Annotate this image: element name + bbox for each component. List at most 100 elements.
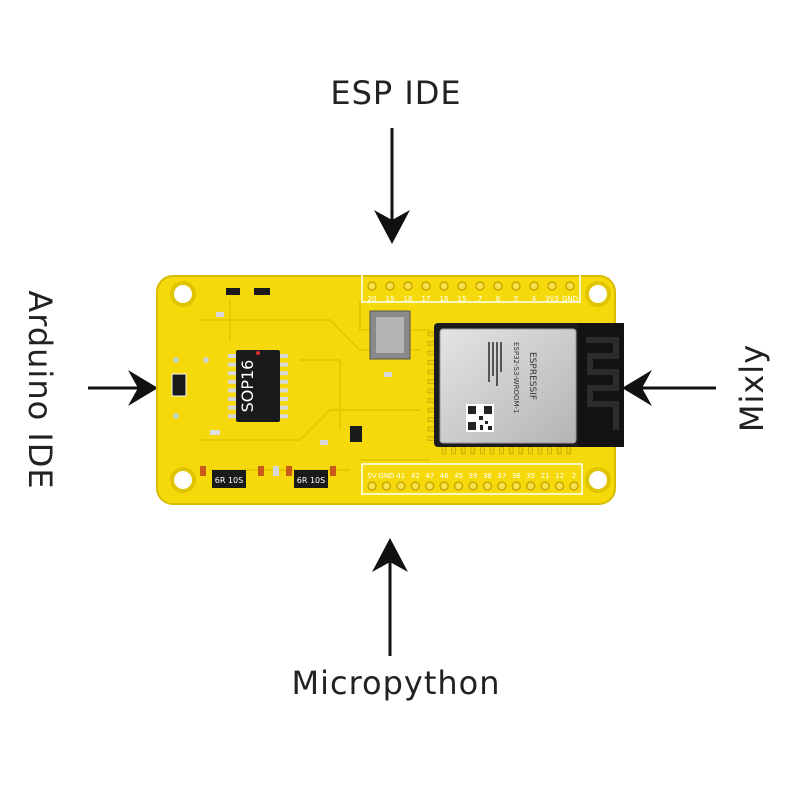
- top-pin-label: 15: [458, 295, 467, 303]
- arrow-bottom: [372, 538, 408, 656]
- module-pad: [508, 445, 514, 455]
- bottom-pin-label: GND: [378, 472, 394, 480]
- module-pad: [460, 445, 466, 455]
- top-header-pads: [367, 281, 575, 291]
- chip-pin: [228, 362, 236, 367]
- module-pad: [547, 445, 552, 455]
- top-pad: [547, 281, 557, 291]
- bottom-pin-label: 12: [555, 472, 564, 480]
- bottom-pin-label: 42: [411, 472, 420, 480]
- top-pin-label: 5: [514, 295, 518, 303]
- chip-pin: [280, 354, 288, 358]
- top-pad: [367, 281, 377, 291]
- module-pad: [528, 445, 533, 455]
- bottom-pad: [453, 481, 464, 491]
- top-pad: [493, 281, 503, 291]
- top-pin-label: 16: [440, 295, 449, 303]
- bottom-pad: [540, 481, 550, 491]
- chip-pin: [228, 354, 236, 358]
- bottom-pad: [439, 481, 449, 491]
- bottom-pad: [367, 481, 377, 491]
- label-mixly: Mixly: [733, 343, 771, 433]
- chip-pin: [280, 371, 288, 376]
- module-pad: [566, 445, 572, 455]
- chip-pin: [228, 414, 236, 419]
- transistor-1-label: 6R 10S: [215, 476, 243, 485]
- chip-pin: [228, 397, 236, 401]
- bottom-pad: [497, 481, 507, 491]
- bottom-pad: [424, 481, 435, 491]
- bottom-pad: [381, 481, 392, 491]
- label-esp-ide: ESP IDE: [330, 74, 462, 112]
- chip-pin: [228, 371, 236, 376]
- arrow-left: [88, 370, 158, 406]
- module-pad: [556, 445, 562, 455]
- arrow-top: [374, 128, 410, 244]
- arrow-right: [622, 370, 716, 406]
- bottom-pad: [482, 481, 493, 491]
- top-pad: [529, 281, 539, 291]
- bottom-pin-label: 35: [526, 472, 535, 480]
- bottom-header-outline: [361, 463, 583, 495]
- top-pin-label: 18: [404, 295, 413, 303]
- chip-pin: [280, 362, 288, 367]
- top-pad: [565, 281, 575, 291]
- bottom-pin-label: 41: [396, 472, 405, 480]
- bottom-pad: [396, 481, 406, 491]
- module-brand: ESPRESSIF: [527, 352, 537, 400]
- bottom-pin-label: 5V: [367, 472, 376, 480]
- module-model: ESP32-S3-WROOM-1: [512, 342, 520, 413]
- fpc-connector: [369, 310, 411, 360]
- module-pad: [479, 445, 485, 455]
- top-pad: [439, 281, 449, 291]
- mounting-holes: [170, 281, 611, 493]
- chip-pin: [228, 388, 236, 393]
- chip-pin: [228, 405, 236, 410]
- module-fine-print: [488, 342, 502, 386]
- module-pad: [441, 445, 447, 455]
- bottom-pad: [410, 481, 421, 491]
- top-pin-label: 6: [496, 295, 501, 303]
- bottom-header-pads: [367, 481, 579, 491]
- bottom-pad: [554, 481, 565, 491]
- chip-pin: [280, 397, 288, 401]
- top-pad: [421, 281, 431, 291]
- chip-pin: [280, 405, 288, 410]
- top-pad: [385, 281, 395, 291]
- chip-label: SOP16: [238, 360, 257, 413]
- bottom-pad: [525, 481, 536, 491]
- chip-pin: [228, 379, 236, 384]
- bottom-pin-label: 47: [425, 472, 434, 480]
- module-pad: [499, 445, 505, 455]
- bottom-pad: [569, 481, 579, 491]
- top-pin-label: 19: [386, 295, 395, 303]
- bottom-pin-label: 2: [572, 472, 576, 480]
- esp32-module: ESP32-S3-WROOM-1 ESPRESSIF: [434, 323, 624, 447]
- chip-pin: [280, 379, 288, 384]
- top-pad: [457, 281, 467, 291]
- bottom-pin-label: 38: [483, 472, 492, 480]
- top-pad: [511, 281, 521, 291]
- bottom-pad: [468, 481, 478, 491]
- chip-pin: [280, 414, 288, 419]
- bottom-pin-label: 37: [497, 472, 506, 480]
- chip-pin: [280, 388, 288, 393]
- module-pad: [470, 445, 476, 455]
- sop16-chip: SOP16: [228, 350, 288, 422]
- label-arduino-ide: Arduino IDE: [21, 290, 59, 490]
- bottom-pin-label: 36: [512, 472, 521, 480]
- bottom-pin-label: 39: [469, 472, 478, 480]
- module-pad: [518, 445, 524, 455]
- smd-components: [171, 288, 392, 476]
- top-pad: [475, 281, 485, 291]
- top-pad: [403, 281, 413, 291]
- bottom-pin-label: 46: [440, 472, 449, 480]
- module-pad: [451, 445, 457, 455]
- transistor-2-label: 6R 10S: [297, 476, 325, 485]
- qr-code: [466, 404, 494, 432]
- top-pin-label: GND: [562, 295, 578, 303]
- top-pin-label: 3V3: [545, 295, 559, 303]
- top-pin-label: 7: [478, 295, 482, 303]
